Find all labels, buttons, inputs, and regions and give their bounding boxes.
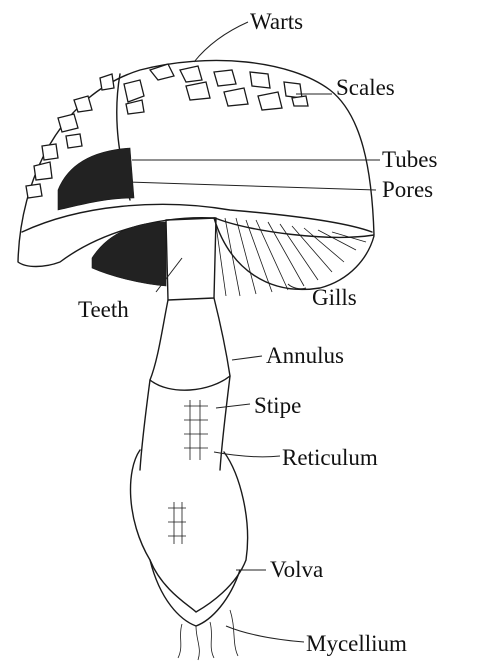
teeth-region	[92, 222, 166, 286]
label-scales: Scales	[336, 76, 395, 99]
volva-shape	[131, 450, 248, 626]
label-teeth: Teeth	[78, 298, 129, 321]
label-gills: Gills	[312, 286, 357, 309]
tubes-region	[58, 148, 134, 210]
label-annulus: Annulus	[266, 344, 344, 367]
label-volva: Volva	[270, 558, 323, 581]
mycellium-roots	[178, 610, 238, 660]
label-mycellium: Mycellium	[306, 632, 407, 655]
label-leader-lines	[128, 22, 380, 642]
label-reticulum: Reticulum	[282, 446, 378, 469]
label-warts: Warts	[250, 10, 303, 33]
label-tubes: Tubes	[382, 148, 437, 171]
label-stipe: Stipe	[254, 394, 301, 417]
label-pores: Pores	[382, 178, 433, 201]
